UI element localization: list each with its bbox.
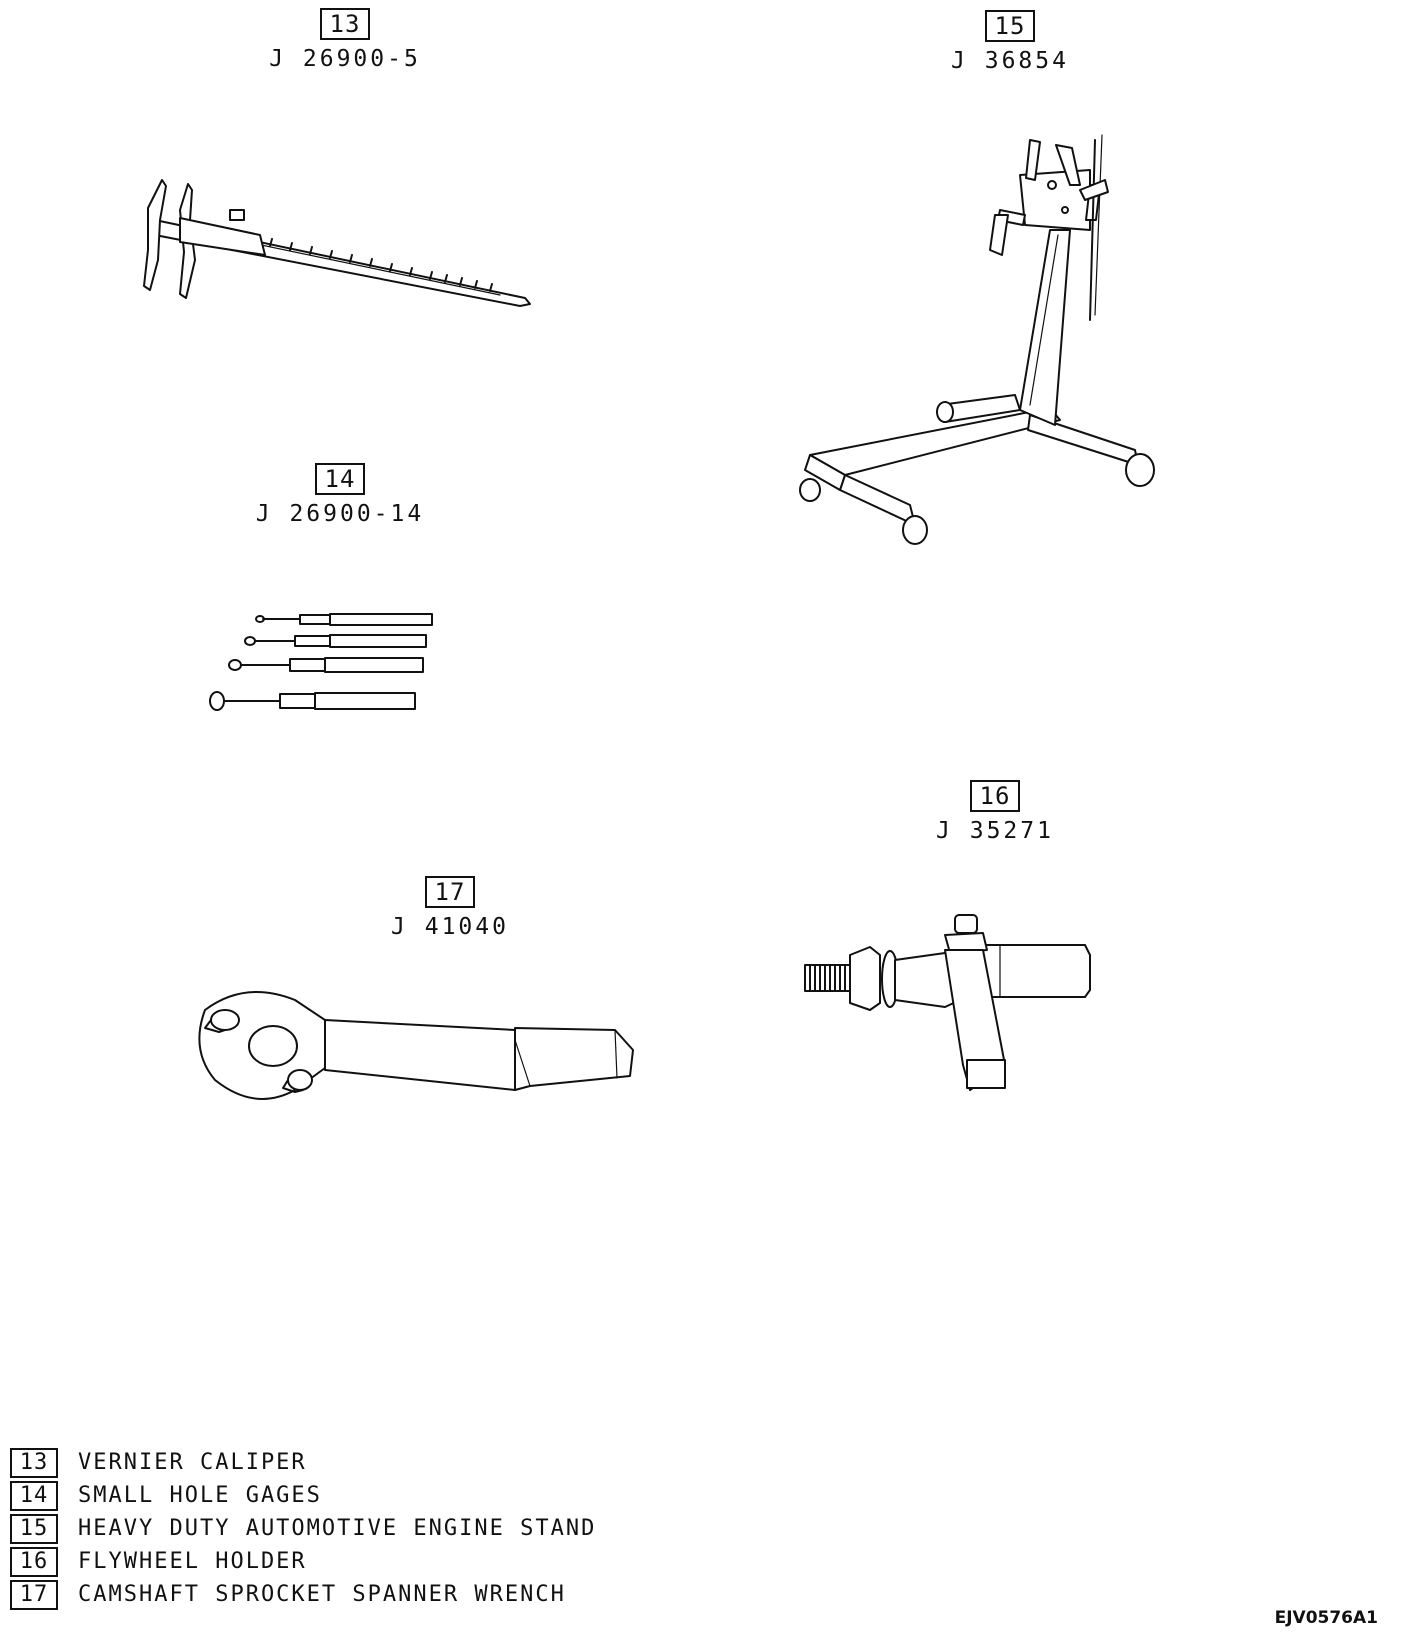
callout-16: 16 J 35271 [920, 780, 1070, 844]
tool-tag-16: 16 [969, 780, 1021, 812]
tool-tag-15: 15 [984, 10, 1036, 42]
legend-label: CAMSHAFT SPROCKET SPANNER WRENCH [78, 1582, 566, 1607]
tool-legend: 13 VERNIER CALIPER 14 SMALL HOLE GAGES 1… [10, 1446, 596, 1611]
legend-tag: 13 [10, 1447, 58, 1478]
tool-tag-14: 14 [314, 463, 366, 495]
part-number-14: J 26900-14 [255, 501, 425, 527]
legend-label: HEAVY DUTY AUTOMOTIVE ENGINE STAND [78, 1516, 597, 1541]
legend-tag: 16 [10, 1546, 58, 1577]
part-number-16: J 35271 [936, 818, 1054, 844]
legend-item: 13 VERNIER CALIPER [10, 1446, 596, 1479]
callout-14: 14 J 26900-14 [255, 463, 425, 527]
legend-tag: 15 [10, 1513, 58, 1544]
part-number-13: J 26900-5 [269, 46, 421, 72]
legend-tag: 14 [10, 1480, 58, 1511]
figure-code: EJV0576A1 [1274, 1608, 1378, 1628]
tool-tag-17: 17 [424, 876, 476, 908]
legend-item: 16 FLYWHEEL HOLDER [10, 1545, 596, 1578]
tool-tag-13: 13 [319, 8, 371, 40]
callout-17: 17 J 41040 [375, 876, 525, 940]
callout-15: 15 J 36854 [935, 10, 1085, 74]
part-number-17: J 41040 [391, 914, 509, 940]
flywheel-holder-illustration [795, 914, 1115, 1115]
legend-item: 17 CAMSHAFT SPROCKET SPANNER WRENCH [10, 1578, 596, 1611]
callout-13: 13 J 26900-5 [269, 8, 421, 72]
legend-label: SMALL HOLE GAGES [78, 1483, 322, 1508]
legend-label: FLYWHEEL HOLDER [78, 1549, 307, 1574]
vernier-caliper-illustration [140, 179, 540, 320]
legend-item: 14 SMALL HOLE GAGES [10, 1479, 596, 1512]
small-hole-gages-illustration [205, 605, 445, 725]
legend-label: VERNIER CALIPER [78, 1450, 307, 1475]
legend-tag: 17 [10, 1579, 58, 1610]
engine-stand-illustration [790, 130, 1190, 580]
spanner-wrench-illustration [185, 980, 645, 1130]
legend-item: 15 HEAVY DUTY AUTOMOTIVE ENGINE STAND [10, 1512, 596, 1545]
part-number-15: J 36854 [951, 48, 1069, 74]
